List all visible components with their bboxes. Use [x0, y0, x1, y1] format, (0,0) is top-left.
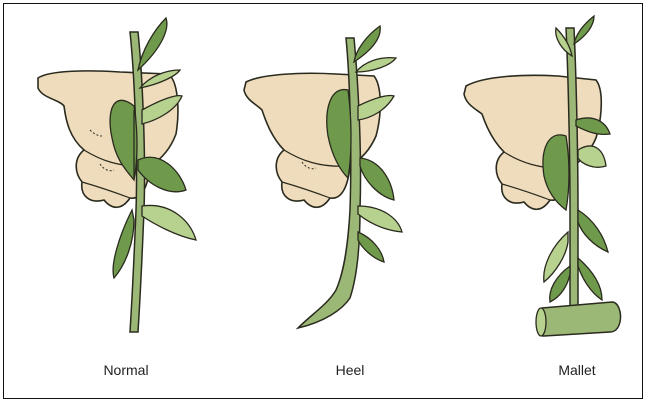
caption-mallet: Mallet [517, 362, 637, 378]
normal-cutting-illustration [30, 10, 220, 350]
mallet-stem-piece [536, 302, 621, 336]
caption-heel: Heel [290, 362, 410, 378]
hand-mallet [464, 75, 601, 209]
mallet-cutting-illustration [444, 10, 634, 350]
caption-normal: Normal [66, 362, 186, 378]
heel-cutting-illustration [232, 10, 422, 350]
